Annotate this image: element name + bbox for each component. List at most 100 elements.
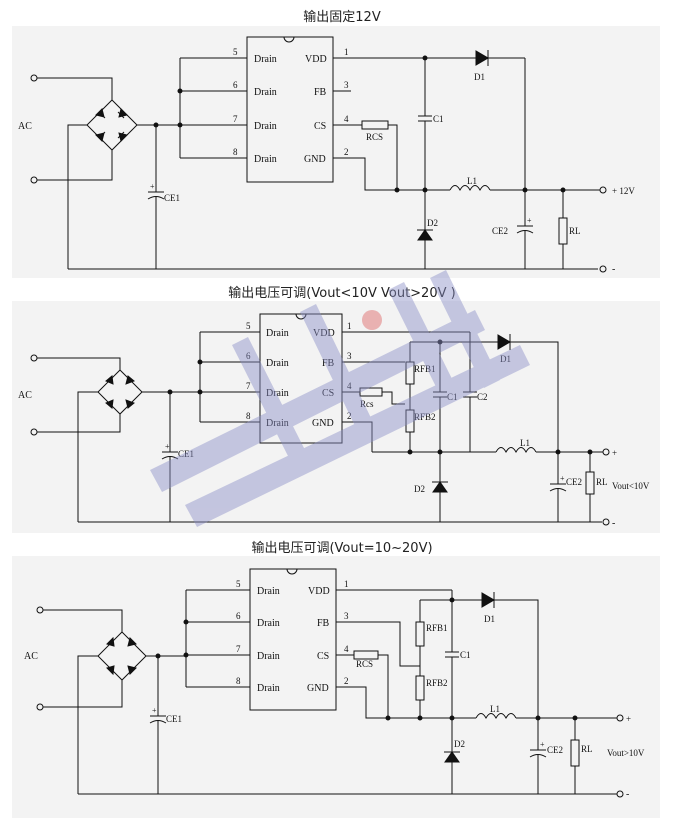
out-terminal-plus [616, 714, 624, 722]
rl-label: RL [581, 744, 593, 754]
d2-diode [417, 229, 433, 241]
pin-7-num: 7 [246, 381, 251, 391]
l1-label: L1 [490, 704, 500, 714]
pin-5-num: 5 [236, 579, 241, 589]
d2-diode [432, 481, 448, 493]
ic-drain-6: Drain [254, 87, 277, 98]
ce1-label: CE1 [166, 714, 182, 724]
out-plus-label: + [626, 714, 631, 724]
diagram-2-title: 输出电压可调(Vout<10V Vout>20V ) [228, 286, 456, 301]
ce1-label: CE1 [164, 193, 180, 203]
bridge-rectifier [86, 99, 138, 151]
ac-label: AC [18, 390, 32, 401]
ac-label: AC [24, 651, 38, 662]
d1-label: D1 [500, 354, 511, 364]
pin-1-num: 1 [344, 579, 349, 589]
diagram-1-panel [12, 26, 660, 278]
ac-terminal-top [36, 606, 44, 614]
ac-terminal-bottom [30, 428, 38, 436]
pin-8-num: 8 [246, 411, 251, 421]
pin-4-num: 4 [347, 381, 352, 391]
ce1-plus: + [165, 442, 170, 451]
out-terminal-minus [616, 790, 624, 798]
out-terminal-plus [602, 448, 610, 456]
pin-1-num: 1 [347, 321, 352, 331]
diagram-1: AC + CE1 5 6 7 8 Drain Drain Drain Drain… [18, 36, 635, 275]
d1-diode [475, 50, 489, 66]
c1-label: C1 [433, 114, 444, 124]
out-minus-label: - [612, 518, 615, 529]
ic-gnd: GND [312, 418, 334, 429]
ic-fb: FB [322, 358, 335, 369]
pin-8-num: 8 [233, 147, 238, 157]
pin-2-num: 2 [347, 411, 352, 421]
ic-drain-5: Drain [257, 586, 280, 597]
pin-3-num: 3 [344, 611, 349, 621]
d2-label: D2 [427, 218, 438, 228]
bridge-rectifier [97, 369, 143, 415]
l1-label: L1 [467, 176, 477, 186]
d1-diode [481, 592, 495, 608]
ic-cs: CS [322, 388, 334, 399]
diagram-3-title: 输出电压可调(Vout=10~20V) [251, 541, 433, 556]
ic-gnd: GND [304, 154, 326, 165]
pin-1-num: 1 [344, 47, 349, 57]
ce1-plus: + [150, 182, 155, 191]
ce1-plus: + [152, 706, 157, 715]
diagram-3: AC + CE1 5 6 7 8 Drain Drain Drain Drain… [24, 568, 645, 800]
l1-inductor [449, 185, 491, 192]
l1-label: L1 [520, 438, 530, 448]
ac-terminal-top [30, 74, 38, 82]
ic-drain-7: Drain [254, 121, 277, 132]
rfb2-resistor [405, 409, 415, 433]
pin-5-num: 5 [246, 321, 251, 331]
rl-resistor [558, 217, 568, 245]
rcs-resistor [353, 650, 379, 660]
rfb1-resistor [415, 621, 425, 647]
ic-vdd: VDD [305, 54, 327, 65]
rcs-resistor [359, 387, 383, 397]
pin-3-num: 3 [347, 351, 352, 361]
rl-label: RL [569, 226, 581, 236]
rcs-label: RCS [356, 659, 373, 669]
pin-2-num: 2 [344, 147, 349, 157]
vout-label: Vout<10V [612, 481, 650, 491]
rl-label: RL [596, 477, 608, 487]
pin-4-num: 4 [344, 114, 349, 124]
c1-label: C1 [447, 392, 458, 402]
pin-8-num: 8 [236, 676, 241, 686]
ic-vdd: VDD [313, 328, 335, 339]
ce1-label: CE1 [178, 449, 194, 459]
ic-chip [259, 313, 343, 444]
rfb1-label: RFB1 [426, 623, 448, 633]
ic-drain-6: Drain [266, 358, 289, 369]
out-terminal-minus [602, 518, 610, 526]
d1-diode [497, 334, 511, 350]
d2-label: D2 [414, 484, 425, 494]
ic-drain-8: Drain [257, 683, 280, 694]
ic-chip [246, 36, 334, 183]
ce2-label: CE2 [492, 226, 508, 236]
rfb1-resistor [405, 361, 415, 385]
rl-resistor [570, 739, 580, 767]
pin-2-num: 2 [344, 676, 349, 686]
out-terminal-minus [599, 265, 607, 273]
pin-7-num: 7 [233, 114, 238, 124]
pin-6-num: 6 [233, 80, 238, 90]
pin-6-num: 6 [246, 351, 251, 361]
ic-drain-8: Drain [266, 418, 289, 429]
ic-drain-6: Drain [257, 618, 280, 629]
diagram-2: AC + CE1 5 6 7 8 Drain Drain Drain Drain… [18, 313, 650, 529]
out-plus-label: + [612, 448, 617, 458]
bridge-rectifier [97, 631, 147, 681]
ce2-plus: + [527, 216, 532, 225]
ic-vdd: VDD [308, 586, 330, 597]
c1-label: C1 [460, 650, 471, 660]
ce2-plus: + [560, 474, 565, 483]
rcs-resistor [361, 120, 389, 130]
out-terminal-plus [599, 186, 607, 194]
out-plus-label: + 12V [612, 186, 635, 196]
pin-3-num: 3 [344, 80, 349, 90]
rl-resistor [585, 471, 595, 495]
